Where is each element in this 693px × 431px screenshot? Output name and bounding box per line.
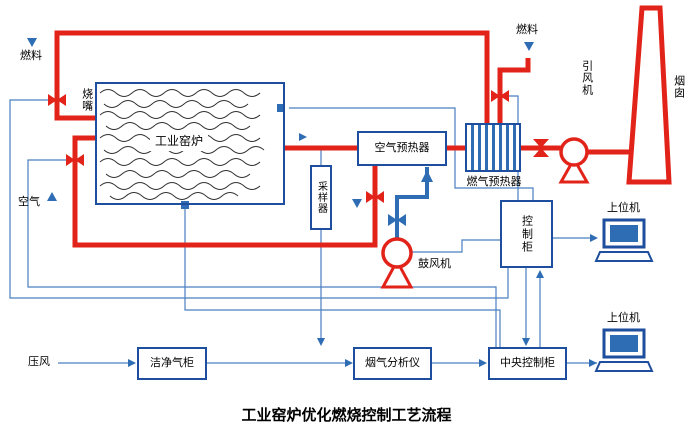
- monitor-screen: [610, 225, 638, 242]
- valve-icon-air: [66, 154, 84, 166]
- chimney-label: 烟囱: [672, 75, 685, 99]
- arrow-icon: [522, 338, 530, 346]
- blower-fan-icon: [380, 237, 414, 289]
- arrow-down-icon: [524, 42, 534, 51]
- blower-label: 鼓风机: [418, 258, 451, 270]
- clean-gas-cabinet-label: 洁净气柜: [150, 357, 194, 370]
- sampler-box: 采样器: [310, 165, 332, 230]
- sampler-label: 采样器: [315, 181, 327, 214]
- fan-base: [558, 155, 590, 184]
- valve-icon-hot-air: [366, 191, 384, 203]
- induced-fan-icon: [558, 137, 590, 184]
- arrow-icon: [421, 170, 433, 182]
- clean-gas-cabinet-box: 洁净气柜: [137, 347, 207, 380]
- sensor-squares: [181, 104, 285, 209]
- monitor-screen: [610, 335, 638, 352]
- arrow-icon: [479, 359, 487, 367]
- induced-fan-label: 引风机: [580, 60, 593, 96]
- sensor-square-icon: [181, 201, 189, 209]
- valve-icon-fuel-right: [491, 90, 509, 102]
- flue-gas-analyzer-box: 烟气分析仪: [353, 347, 432, 380]
- arrow-icon: [589, 359, 597, 367]
- arrow-icon: [590, 234, 598, 242]
- air-label: 空气: [18, 196, 40, 208]
- signal-fuel-valve-left: [9, 99, 509, 299]
- fuel-right-label: 燃料: [516, 24, 538, 36]
- flow-arrows: [27, 38, 534, 208]
- burner-label: 烧嘴: [80, 88, 93, 112]
- arrow-icon: [128, 359, 136, 367]
- air-preheater-label: 空气预热器: [374, 142, 430, 155]
- furnace-box: [95, 82, 285, 205]
- diagram-title: 工业窑炉优化燃烧控制工艺流程: [241, 407, 452, 424]
- arrow-down-icon: [27, 38, 37, 47]
- pipe-fuel-loop-top: [54, 30, 490, 123]
- control-cabinet-box: 控制柜: [500, 200, 553, 268]
- host-bottom-label: 上位机: [607, 312, 640, 324]
- arrow-icon: [317, 338, 325, 346]
- arrow-icon: [345, 359, 353, 367]
- signal-blower: [411, 239, 500, 253]
- flue-gas-analyzer-label: 烟气分析仪: [365, 357, 420, 370]
- signal-furnace-right-sensor: [289, 107, 534, 200]
- red-pipes: [54, 30, 640, 248]
- sensor-square-icon: [277, 104, 285, 112]
- valve-icon-blower: [388, 214, 406, 226]
- furnace-label: 工业窑炉: [150, 130, 209, 151]
- arrow-icon: [536, 270, 544, 278]
- host-top-label: 上位机: [607, 202, 640, 214]
- arrow-down-icon: [352, 199, 362, 208]
- fuel-left-label: 燃料: [20, 50, 42, 62]
- central-control-cabinet-box: 中央控制柜: [488, 347, 567, 380]
- blue-air-pipes: [395, 167, 429, 238]
- valve-icon-fuel-left: [48, 94, 66, 106]
- chimney-icon: [626, 5, 672, 185]
- signal-arrowheads: [128, 234, 598, 367]
- fan-body: [559, 137, 589, 167]
- gas-preheater-box: [465, 123, 521, 172]
- pipe-fuel-in-right: [497, 58, 531, 123]
- keyboard: [594, 361, 654, 372]
- computer-icon-top: [594, 218, 654, 262]
- arrow-up-icon: [47, 192, 57, 201]
- valves: [48, 90, 549, 226]
- computer-icon-bottom: [594, 328, 654, 372]
- signal-air-valve: [27, 159, 497, 347]
- keyboard: [594, 251, 654, 262]
- control-cabinet-label: 控制柜: [520, 214, 533, 254]
- signal-furnace-bottom-sensor: [184, 205, 501, 347]
- air-preheater-box: 空气预热器: [357, 131, 447, 166]
- fan-base: [380, 257, 414, 289]
- compressed-air-label: 压风: [28, 356, 50, 368]
- arrow-right-icon: [299, 133, 307, 141]
- central-control-cabinet-label: 中央控制柜: [500, 357, 555, 370]
- pipe-blower-to-preheater: [395, 167, 429, 238]
- fan-body: [381, 237, 413, 269]
- valve-icon-flue: [533, 139, 549, 157]
- pipe-hot-air-loop: [72, 135, 378, 248]
- gas-preheater-label: 燃气预热器: [466, 176, 522, 188]
